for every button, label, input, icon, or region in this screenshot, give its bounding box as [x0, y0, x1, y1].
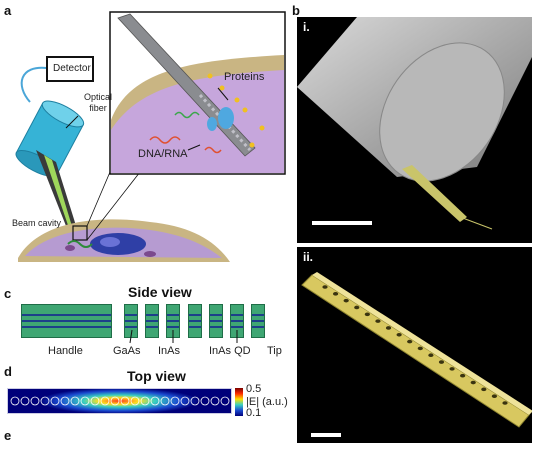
panel-label-c: c — [4, 286, 12, 301]
sem-image-i — [297, 17, 532, 243]
inas-label: InAs — [158, 345, 181, 357]
nanobeam-hole — [438, 360, 445, 364]
cavity-hole — [120, 396, 130, 406]
beam-cavity-label: Beam cavity — [12, 218, 62, 228]
cavity-hole — [90, 396, 100, 406]
nanobeam-holes — [322, 285, 508, 405]
nanobeam-hole — [470, 380, 476, 385]
detector-label: Detector — [53, 63, 91, 74]
nanobeam-hole — [481, 387, 487, 392]
cavity-hole — [150, 396, 160, 406]
cavity-hole — [220, 396, 230, 406]
cavity-hole — [110, 396, 120, 406]
handle-segment — [21, 304, 112, 338]
nanobeam-hole — [428, 353, 434, 358]
nanobeam-hole — [364, 312, 370, 317]
cavity-hole — [100, 396, 110, 406]
detector-box — [46, 56, 94, 82]
cavity-hole — [130, 396, 140, 406]
field-map — [7, 388, 232, 414]
nanobeam-hole — [354, 305, 360, 310]
cavity-hole — [40, 396, 50, 406]
nanobeam-hole — [502, 401, 508, 405]
nanobeam-hole — [385, 326, 392, 330]
schematic-drawing — [15, 11, 286, 262]
cavity-hole — [80, 396, 90, 406]
optical-fiber-label: Optical fiber — [84, 92, 113, 113]
cavity-hole — [200, 396, 210, 406]
cavity-hole — [210, 396, 220, 406]
cavity-hole — [170, 396, 180, 406]
fiber-cable — [20, 66, 48, 103]
cavity-hole — [140, 396, 150, 406]
nanobeam-ii — [301, 274, 530, 428]
inset-dna — [149, 136, 181, 144]
nanobeam-hole — [407, 339, 413, 344]
nanobeam-hole — [322, 285, 328, 289]
nanobeam-i — [402, 165, 467, 222]
sem-image-ii — [297, 247, 532, 443]
colorbar-max: 0.5 — [246, 383, 262, 395]
cavity-holes — [10, 396, 230, 406]
sem-label-ii: ii. — [303, 250, 314, 264]
cavity-hole — [60, 396, 70, 406]
fiber-core — [44, 155, 74, 234]
scale-bar-i — [312, 221, 372, 225]
panel-label-b: b — [292, 3, 300, 18]
nanobeam-hole — [396, 332, 402, 337]
cavity-hole — [190, 396, 200, 406]
segment-5 — [188, 304, 202, 338]
tip-label: Tip — [267, 345, 282, 357]
sem-label-i: i. — [303, 20, 310, 34]
segment-6 — [209, 304, 223, 338]
segment-3 — [145, 304, 159, 338]
inas-segment — [166, 304, 180, 338]
nanobeam-hole — [460, 373, 466, 378]
scale-bar-ii — [311, 433, 341, 437]
inas-qd-label: InAs QD — [209, 345, 251, 357]
colorbar-label: |E| (a.u.) — [246, 396, 288, 408]
tip-segment — [251, 304, 265, 338]
cavity-hole — [20, 396, 30, 406]
side-view-title: Side view — [128, 284, 192, 300]
beam-cavity-box — [72, 225, 88, 241]
cavity-hole — [160, 396, 170, 406]
top-view-title: Top view — [127, 368, 186, 384]
colorbar — [235, 388, 243, 416]
panel-label-a: a — [4, 3, 12, 18]
cavity-hole — [70, 396, 80, 406]
nanobeam-hole — [343, 298, 349, 303]
nanobeam-hole — [491, 394, 498, 398]
cavity-hole — [50, 396, 60, 406]
nanobeam-hole — [417, 346, 423, 351]
cavity-hole — [10, 396, 20, 406]
nanobeam-hole — [375, 319, 381, 323]
nanobeam-hole — [449, 367, 455, 371]
gaas-label: GaAs — [113, 345, 141, 357]
nanobeam-hole — [332, 292, 339, 296]
dna-rna-label: DNA/RNA — [138, 148, 188, 160]
inset-protein — [218, 107, 234, 129]
cavity-hole — [30, 396, 40, 406]
colorbar-min: 0.1 — [246, 407, 262, 419]
proteins-label: Proteins — [224, 71, 265, 83]
panel-label-d: d — [4, 364, 12, 379]
handle-label: Handle — [48, 345, 83, 357]
cavity-hole — [180, 396, 190, 406]
panel-label-e: e — [4, 428, 12, 443]
